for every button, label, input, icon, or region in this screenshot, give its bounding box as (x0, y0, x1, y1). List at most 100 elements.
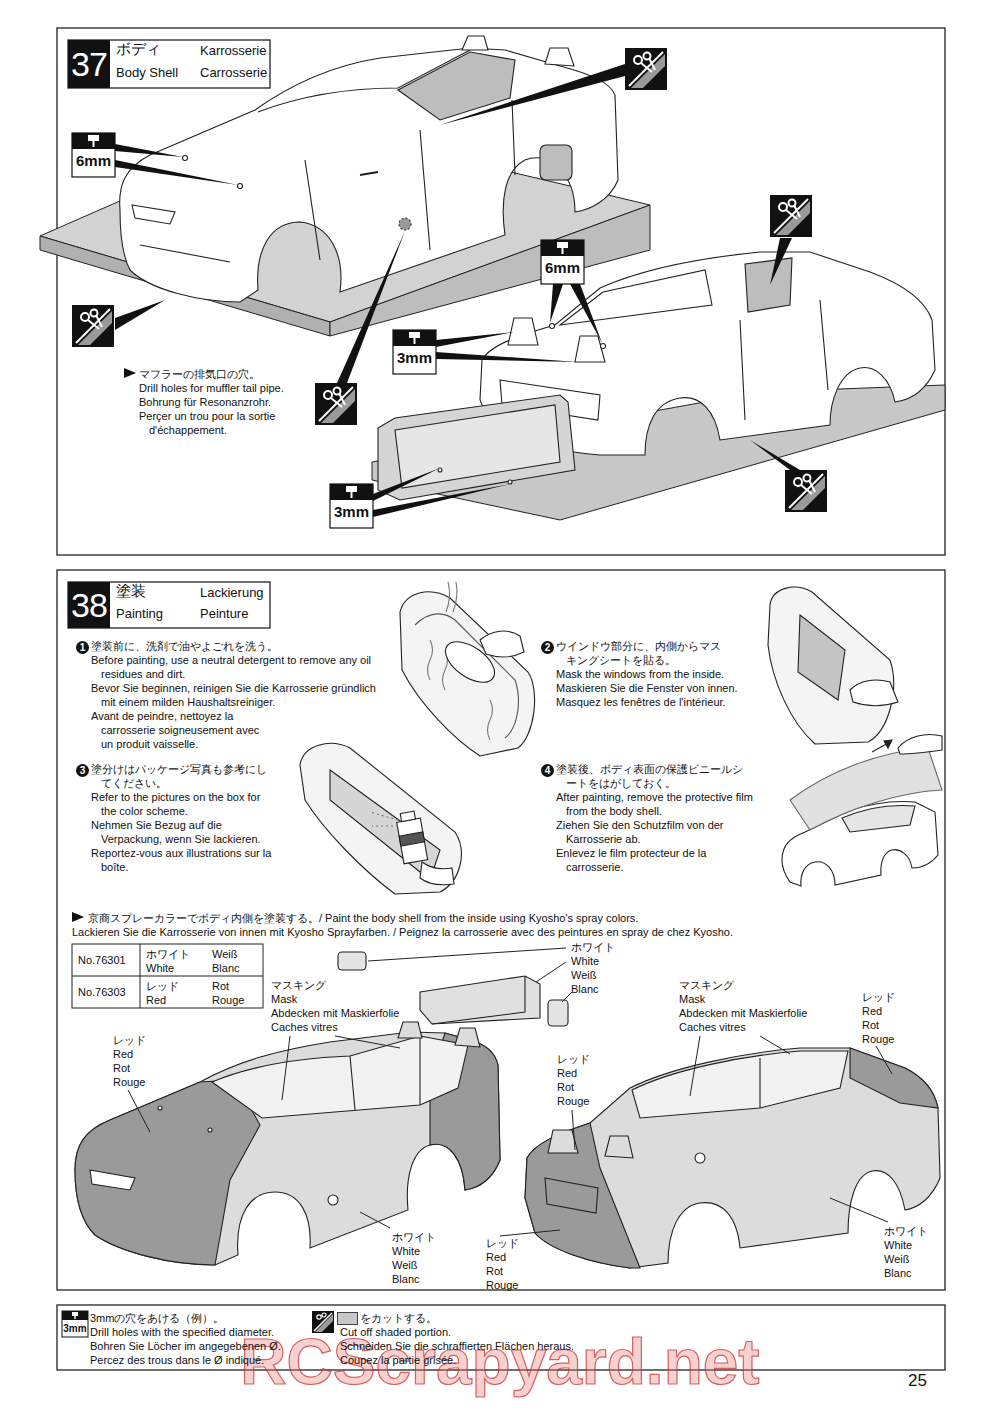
table-cell: Rouge (212, 993, 244, 1007)
color-callout: マスキング (679, 978, 734, 992)
color-callout: Rouge (557, 1094, 589, 1108)
step-title: Painting (116, 607, 163, 621)
body-shell-illustration (360, 172, 378, 175)
color-callout: White (392, 1244, 420, 1258)
legend-swatch (337, 1312, 358, 1325)
instruction-text: Avant de peindre, nettoyez la carrosseri… (91, 709, 271, 751)
film-removal-illustration (898, 735, 942, 755)
spraying-illustration (370, 812, 398, 826)
color-callout: Rouge (486, 1278, 518, 1292)
leader-line (760, 1036, 790, 1054)
spraying-illustration (397, 818, 428, 864)
table-cell: Red (146, 993, 166, 1007)
legend-text: Schneiden Sie die schraffierten Flächen … (340, 1339, 574, 1353)
color-callout: レッド (862, 990, 895, 1004)
color-table (72, 944, 263, 1008)
note-text: マフラーの排気口の穴。 (139, 367, 260, 381)
page-illustration (62, 1311, 88, 1337)
masking-illustration (768, 587, 894, 744)
instruction-text: Masquez les fenêtres de l'intérieur. (556, 695, 726, 709)
body-shell-illustration (395, 405, 560, 488)
color-callout: Red (113, 1047, 133, 1061)
painted-body-illustration (545, 1178, 598, 1213)
painted-body-illustration (328, 1195, 338, 1205)
leader-wedge (750, 440, 800, 470)
table-cell: No.76303 (78, 985, 126, 999)
leader-wedge (373, 468, 440, 501)
painted-body-illustration (208, 1128, 212, 1132)
instruction-text: ウインドウ部分に、内側からマスキングシートを貼る。 (556, 639, 726, 667)
body-shell-illustration (398, 52, 515, 120)
step-panel (57, 28, 945, 555)
body-shell-illustration (120, 48, 618, 302)
painted-body-illustration (338, 952, 366, 970)
page-illustration (625, 48, 667, 90)
instruction-text: 塗分けはパッケージ写真も参考にしてください。 (91, 762, 276, 790)
body-shell-illustration (508, 480, 512, 484)
color-callout: Caches vitres (679, 1020, 746, 1034)
washing-illustration (480, 631, 524, 657)
painted-body-illustration (455, 1028, 480, 1047)
washing-illustration (400, 592, 535, 756)
painted-body-illustration (525, 1123, 640, 1268)
table-cell: White (146, 961, 174, 975)
color-callout: Weiß (884, 1252, 909, 1266)
note-text: 京商スプレーカラーでボディ内側を塗装する。/ Paint the body sh… (88, 911, 638, 925)
step-number: 2 (541, 641, 554, 654)
color-callout: Weiß (571, 968, 596, 982)
page-illustration (770, 195, 812, 237)
color-callout: Blanc (884, 1266, 912, 1280)
color-callout: Mask (271, 992, 297, 1006)
color-callout: Blanc (571, 982, 599, 996)
color-callout: ホワイト (571, 940, 615, 954)
washing-illustration (400, 582, 535, 756)
body-shell-illustration (378, 395, 575, 500)
film-removal-illustration (782, 735, 942, 887)
note-text: Lackieren Sie die Karrosserie von innen … (72, 925, 733, 939)
color-callout: White (571, 954, 599, 968)
body-shell-illustration (399, 218, 411, 230)
step-number-box: 38 (68, 582, 110, 628)
step-title: Lackierung (200, 586, 264, 600)
body-shell-illustration (745, 258, 792, 312)
step-number: 1 (76, 641, 89, 654)
painted-body-illustration (850, 1048, 938, 1108)
drill-size: 6mm (72, 152, 115, 170)
color-callout: レッド (557, 1052, 590, 1066)
step-panel (68, 40, 270, 88)
table-cell: Blanc (212, 961, 240, 975)
step-title: Karrosserie (200, 44, 266, 58)
legend-entry: をカットする。 (337, 1311, 437, 1325)
page-illustration (72, 133, 115, 177)
instruction-text: Enlevez le film protecteur de la carross… (556, 846, 736, 874)
table-cell: Weiß (212, 947, 237, 961)
step-number: 37 (71, 44, 107, 84)
color-callout: Red (862, 1004, 882, 1018)
color-callout: Rouge (862, 1032, 894, 1046)
leader-line (876, 1046, 892, 1074)
instruction-text: Ziehen Sie den Schutzfilm von der Karros… (556, 818, 741, 846)
color-callout: Rot (486, 1264, 503, 1278)
body-shell-illustration (550, 324, 555, 329)
instruction-text: Mask the windows from the inside. (556, 667, 724, 681)
legend-text: Percez des trous dans le Ø indiqué. (90, 1353, 264, 1367)
table-cell: Rot (212, 979, 229, 993)
color-callout: Caches vitres (271, 1020, 338, 1034)
spraying-illustration (300, 743, 461, 894)
color-table (72, 944, 263, 1008)
painted-body-illustration (420, 976, 540, 1024)
legend-text: Bohren Sie Löcher im angegebenen Ø. (90, 1339, 281, 1353)
film-removal-illustration (884, 740, 892, 748)
painted-body-illustration (75, 1022, 500, 1265)
legend-text: 3mmの穴をあける（例）。 (90, 1311, 224, 1325)
leader-wedge (570, 284, 602, 343)
step-title: Carrosserie (200, 66, 267, 80)
step-number-box: 37 (68, 40, 110, 88)
drill-size: 3mm (393, 349, 436, 367)
spraying-illustration (400, 811, 415, 821)
table-cell: ホワイト (146, 947, 190, 961)
color-callout: Abdecken mit Maskierfolie (271, 1006, 399, 1020)
step-panel (57, 28, 945, 1370)
body-shell-illustration (120, 36, 618, 302)
